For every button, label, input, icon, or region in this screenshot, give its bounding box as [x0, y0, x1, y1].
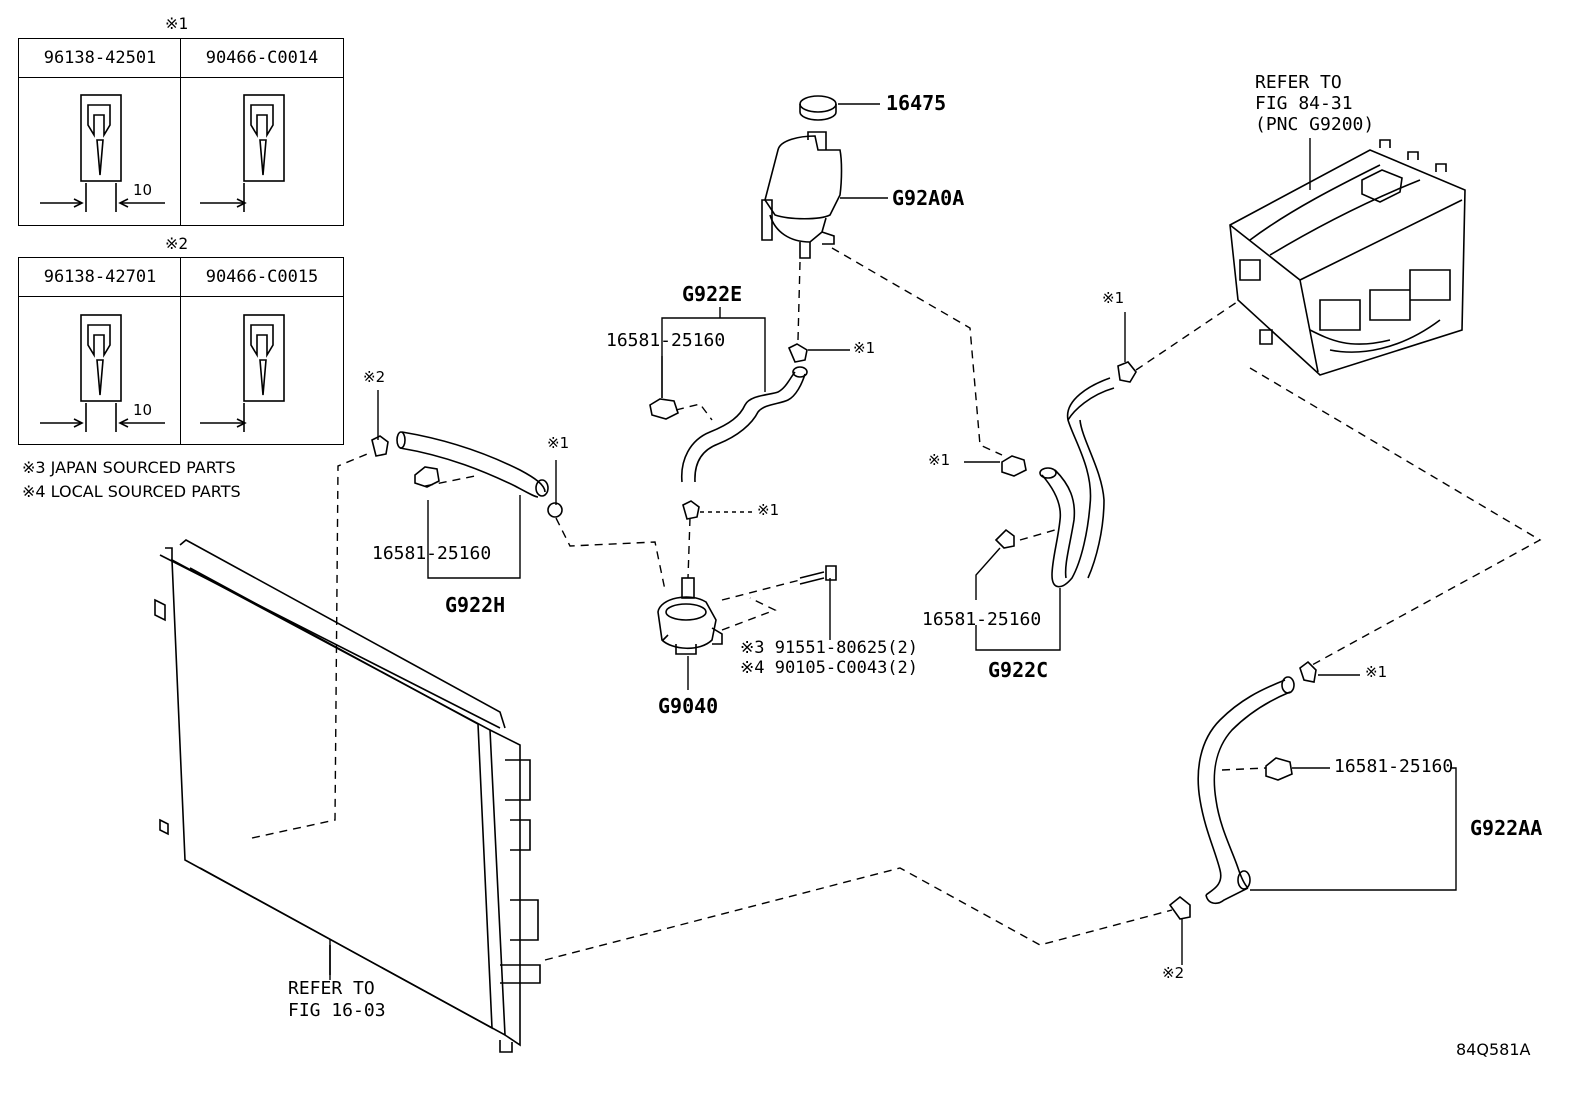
table2-right-part: 90466-C0015	[181, 258, 343, 297]
dash-e-clamp	[675, 403, 713, 421]
hose-c-art	[994, 361, 1137, 588]
mark-hose-aa-top: ※1	[1365, 663, 1388, 681]
mark-pump-clip: ※1	[757, 501, 780, 519]
dash-reservoir-to-e	[797, 261, 801, 341]
dash-pump-to-e-clip	[687, 517, 691, 579]
table2-clip-art	[40, 314, 285, 432]
label-pump-g9040[interactable]: G9040	[658, 694, 719, 718]
mark-hose-c-clip: ※1	[928, 451, 951, 469]
radiator-ref-line2: FIG 16-03	[288, 1000, 386, 1021]
table1-divider	[180, 39, 181, 225]
hose-e-art	[649, 343, 808, 483]
leader-c	[975, 547, 1061, 651]
reservoir-art	[761, 95, 843, 259]
mark-hose-c-top: ※1	[1102, 289, 1125, 307]
table1-dim: 10	[133, 181, 153, 199]
label-clamp-aa[interactable]: 16581-25160	[1334, 756, 1454, 777]
table1-left-part: 96138-42501	[19, 39, 181, 78]
dash-h-to-pump	[555, 517, 666, 591]
table1-clip-art	[40, 94, 285, 212]
label-hose-g922h[interactable]: G922H	[445, 593, 506, 617]
pump-art	[657, 500, 837, 655]
table2-dim: 10	[133, 401, 153, 419]
radiator-ref-line1: REFER TO	[288, 978, 375, 999]
dash-aa-clamp	[1221, 767, 1267, 771]
hose-aa-art	[1168, 660, 1317, 920]
table1-right-part: 90466-C0014	[181, 39, 343, 78]
inverter-art	[1229, 139, 1466, 376]
leader-e	[661, 307, 766, 398]
leader-aa	[1250, 767, 1457, 891]
mark-hose-h-clip1: ※1	[547, 434, 570, 452]
dash-pump-bolt	[721, 579, 801, 631]
label-hose-g922c[interactable]: G922C	[988, 658, 1049, 682]
radiator-art	[154, 539, 541, 1053]
dash-inverter-to-aa	[1249, 367, 1542, 666]
table2-left-part: 96138-42701	[19, 258, 181, 297]
dash-h-clamp	[424, 475, 476, 487]
inverter-ref-line2: FIG 84-31	[1255, 93, 1353, 114]
note-japan-sourced: ※3 JAPAN SOURCED PARTS	[22, 458, 236, 477]
table2-mark: ※2	[165, 234, 189, 253]
dash-c-clamp	[1019, 529, 1056, 541]
label-clamp-e[interactable]: 16581-25160	[606, 330, 726, 351]
label-clamp-h[interactable]: 16581-25160	[372, 543, 492, 564]
note-local-sourced: ※4 LOCAL SOURCED PARTS	[22, 482, 241, 501]
label-hose-g922aa[interactable]: G922AA	[1470, 816, 1543, 840]
dash-radiator-to-hose-h	[251, 451, 373, 839]
label-clamp-c[interactable]: 16581-25160	[922, 609, 1042, 630]
label-bolt-local[interactable]: ※4 90105-C0043(2)	[740, 658, 919, 678]
inverter-ref-line3: (PNC G9200)	[1255, 114, 1375, 135]
label-bolt-japan[interactable]: ※3 91551-80625(2)	[740, 638, 919, 658]
label-hose-g922e[interactable]: G922E	[682, 282, 743, 306]
hose-h-art	[371, 431, 563, 518]
mark-reservoir-clip: ※1	[853, 339, 876, 357]
dash-radiator-to-aa	[544, 867, 1173, 961]
leader-h	[427, 495, 521, 579]
fitting-table-2: 96138-42701 90466-C0015	[18, 257, 344, 445]
table2-divider	[180, 258, 181, 444]
label-reservoir-g92a0a[interactable]: G92A0A	[892, 186, 965, 210]
table1-mark: ※1	[165, 14, 189, 33]
inverter-ref-line1: REFER TO	[1255, 72, 1342, 93]
fitting-table-1: 96138-42501 90466-C0014	[18, 38, 344, 226]
mark-hose-h-clip2: ※2	[363, 368, 386, 386]
diagram-id: 84Q581A	[1456, 1040, 1531, 1059]
dash-c-to-inverter	[1135, 299, 1241, 371]
mark-hose-aa-bottom: ※2	[1162, 964, 1185, 982]
label-cap-16475[interactable]: 16475	[886, 91, 947, 115]
